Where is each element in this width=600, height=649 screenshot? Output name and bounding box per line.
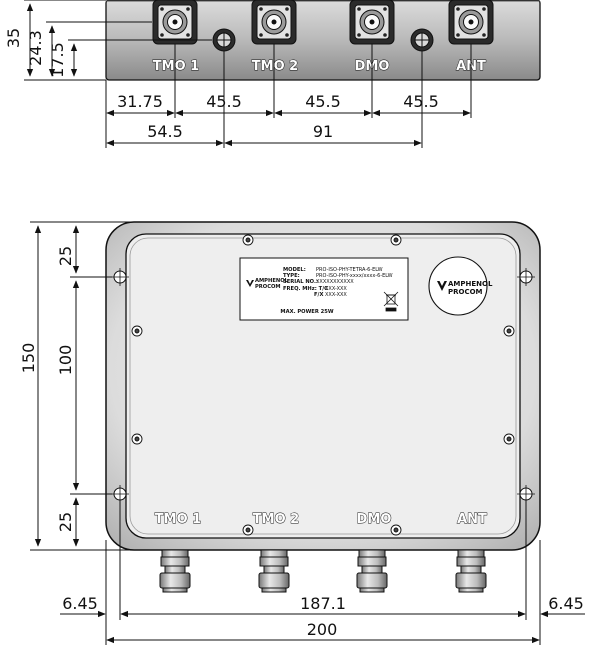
top-connector-dmo bbox=[349, 0, 395, 45]
dim-front-height-100: 100 bbox=[56, 345, 75, 376]
front-connector-tmo2 bbox=[258, 549, 290, 593]
top-connector-tmo2 bbox=[251, 0, 297, 45]
label-type-value: PRO-ISO-PHY-xxxx/xxxx-6-ELW bbox=[316, 273, 393, 279]
top-view: TMO 1 TMO 2 DMO ANT 35 24.3 17.5 bbox=[4, 0, 541, 148]
dim-front-6-45-left: 6.45 bbox=[62, 594, 98, 613]
top-port-label-tmo1: TMO 1 bbox=[153, 59, 199, 74]
dim-top-45-5-c: 45.5 bbox=[403, 92, 439, 111]
amphenol-procom-round-logo: AMPHENOL PROCOM bbox=[428, 256, 493, 316]
dim-top-height-17-5: 17.5 bbox=[48, 42, 67, 78]
dim-top-54-5: 54.5 bbox=[147, 122, 183, 141]
dim-top-45-5-a: 45.5 bbox=[206, 92, 242, 111]
top-mount-screw-left bbox=[212, 28, 236, 52]
top-port-label-tmo2: TMO 2 bbox=[252, 59, 298, 74]
front-connector-dmo bbox=[356, 549, 388, 593]
top-horizontal-dimensions bbox=[105, 44, 472, 148]
dim-front-height-25-bottom: 25 bbox=[56, 512, 75, 532]
label-freq-value: XXX-XXX bbox=[325, 286, 347, 292]
round-logo-line2: PROCOM bbox=[448, 288, 483, 296]
dim-top-31-75: 31.75 bbox=[117, 92, 163, 111]
dim-top-height-35: 35 bbox=[4, 28, 23, 48]
top-mount-screw-right bbox=[410, 28, 434, 52]
amphenol-logo-mark-icon bbox=[246, 280, 254, 287]
front-vertical-dimensions bbox=[30, 221, 134, 551]
flange-hole-tl bbox=[111, 268, 129, 286]
dim-front-height-150: 150 bbox=[19, 343, 38, 374]
dim-front-height-25-top: 25 bbox=[56, 246, 75, 266]
dim-front-overall-200: 200 bbox=[307, 620, 338, 639]
round-logo-line1: AMPHENOL bbox=[448, 280, 493, 288]
label-brand-line2: PROCOM bbox=[255, 284, 281, 290]
label-freq-key: FREQ. MHz: T/C bbox=[283, 286, 328, 292]
front-horizontal-dimensions bbox=[60, 500, 585, 645]
dim-top-91: 91 bbox=[313, 122, 333, 141]
front-view: AMPHENOL PROCOM MODEL: PRO-ISO-PHY-TETRA… bbox=[19, 221, 585, 645]
dim-front-6-45-right: 6.45 bbox=[548, 594, 584, 613]
label-fx-key: F/X bbox=[314, 292, 323, 298]
weee-bin-icon bbox=[383, 291, 399, 312]
label-fx-value: XXX-XXX bbox=[325, 292, 347, 298]
lid-screws bbox=[131, 234, 515, 536]
front-connector-tmo1 bbox=[159, 549, 191, 593]
dim-top-45-5-b: 45.5 bbox=[305, 92, 341, 111]
dim-top-height-24-3: 24.3 bbox=[26, 30, 45, 66]
label-brand-line1: AMPHENOL bbox=[255, 278, 289, 284]
label-type-key: TYPE: bbox=[283, 273, 300, 279]
front-connector-ant bbox=[455, 549, 487, 593]
flange-hole-tr bbox=[517, 268, 535, 286]
label-serial-value: XXXXXXXXXXX bbox=[316, 279, 354, 285]
front-port-label-tmo1: TMO 1 bbox=[155, 512, 201, 527]
top-vertical-dimensions bbox=[24, 0, 212, 81]
front-port-label-dmo: DMO bbox=[357, 512, 392, 527]
front-port-label-tmo2: TMO 2 bbox=[253, 512, 299, 527]
enclosure-lid bbox=[125, 233, 521, 539]
amphenol-logo-mark-icon bbox=[437, 281, 447, 291]
product-label-plate: AMPHENOL PROCOM MODEL: PRO-ISO-PHY-TETRA… bbox=[239, 257, 409, 321]
front-port-label-ant: ANT bbox=[457, 512, 487, 527]
top-connector-ant bbox=[448, 0, 494, 45]
label-max-power: MAX. POWER 25W bbox=[280, 309, 333, 315]
top-connector-tmo1 bbox=[152, 0, 198, 45]
label-model-value: PRO-ISO-PHY-TETRA-6-ELW bbox=[316, 267, 383, 273]
label-serial-key: SERIAL NO.: bbox=[283, 279, 318, 285]
label-model-key: MODEL: bbox=[283, 267, 306, 273]
dim-front-187-1: 187.1 bbox=[300, 594, 346, 613]
